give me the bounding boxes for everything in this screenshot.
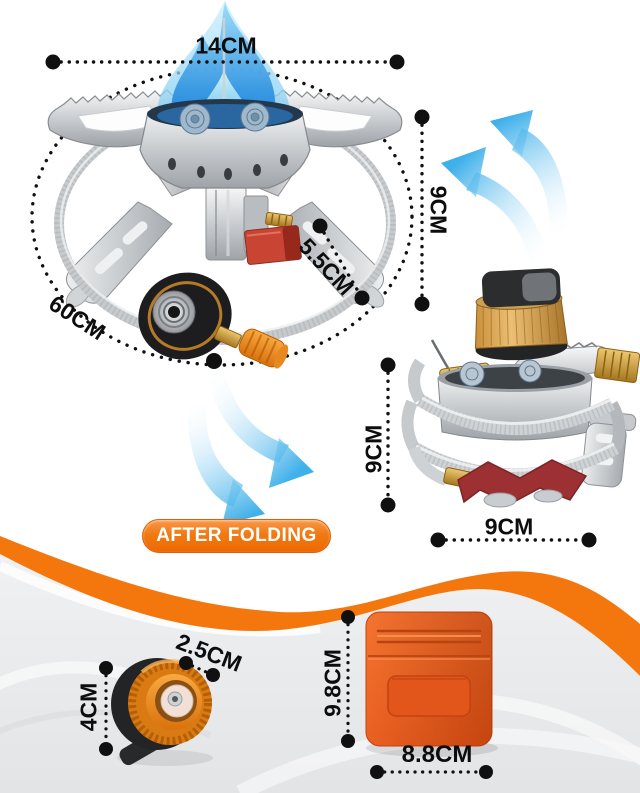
dimension-label-9cm-folded-height: 9CM (360, 424, 387, 474)
orange-ribbon (0, 536, 640, 676)
dimension-line-4cm (99, 661, 113, 756)
case-photo (365, 611, 498, 757)
dimension-endpoint-60cm (206, 353, 222, 369)
dimension-lines (45, 54, 597, 779)
dimension-line-2-5cm (179, 656, 220, 682)
dimension-label-9cm-open: 9CM (425, 185, 452, 235)
dimension-line-9-8cm (341, 610, 355, 748)
dimension-line-9cm-folded-width (430, 532, 597, 548)
dimension-line-5-5cm (312, 218, 370, 306)
dimension-label-4cm: 4CM (75, 682, 102, 732)
needle-valve (265, 212, 293, 228)
igniter-box (244, 225, 302, 265)
burner-bowl (139, 99, 311, 189)
dimension-line-8-8cm (370, 765, 493, 779)
hose-connector (138, 272, 289, 369)
after-folding-badge: AFTER FOLDING (142, 519, 331, 553)
canister-adapter-top (474, 268, 568, 361)
dimension-label-14cm: 14CM (195, 32, 257, 59)
unfold-arrows-icon (441, 110, 568, 263)
dimension-label-9cm-folded-width: 9CM (484, 513, 534, 540)
dimension-label-8-8cm: 8.8CM (401, 741, 473, 768)
dimension-line-9cm-folded-height (380, 357, 396, 513)
adapter-photo (111, 658, 213, 766)
dimension-line-9cm-open (414, 109, 430, 312)
fold-arrows-icon (187, 372, 314, 525)
open-stove-photo (47, 0, 403, 369)
dimension-label-9-8cm: 9.8CM (319, 649, 346, 717)
dimension-line-14cm (45, 54, 405, 70)
folded-stove-photo (401, 268, 640, 508)
gas-control-knob (238, 328, 289, 369)
